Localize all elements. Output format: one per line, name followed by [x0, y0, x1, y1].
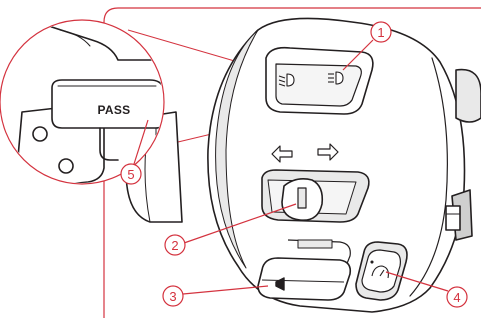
high-beam-icon — [328, 71, 344, 85]
callout-frame — [103, 7, 481, 318]
horn-button[interactable] — [257, 239, 352, 301]
callout-marker-2: 2 — [164, 234, 186, 256]
pass-label: PASS — [98, 103, 131, 117]
svg-text:4: 4 — [453, 290, 460, 305]
callout-leaders — [133, 39, 449, 295]
svg-text:5: 5 — [127, 167, 134, 182]
hazard-button[interactable] — [355, 241, 408, 301]
low-beam-icon — [278, 73, 295, 87]
callout-marker-4: 4 — [446, 286, 468, 308]
callout-marker-5: 5 — [120, 163, 142, 185]
callout-marker-1: 1 — [370, 21, 392, 43]
turn-right-arrow-icon — [317, 143, 339, 161]
svg-text:1: 1 — [377, 25, 384, 40]
headlight-dimmer-switch[interactable] — [265, 46, 374, 115]
callout-marker-3: 3 — [162, 285, 184, 307]
svg-text:3: 3 — [169, 289, 176, 304]
pass-switch-inset: PASS — [0, 19, 165, 185]
horn-icon — [275, 277, 285, 291]
turn-left-arrow-icon — [271, 145, 293, 163]
pass-trigger — [51, 79, 163, 129]
handlebar-clamp — [455, 68, 481, 123]
svg-text:2: 2 — [171, 238, 178, 253]
